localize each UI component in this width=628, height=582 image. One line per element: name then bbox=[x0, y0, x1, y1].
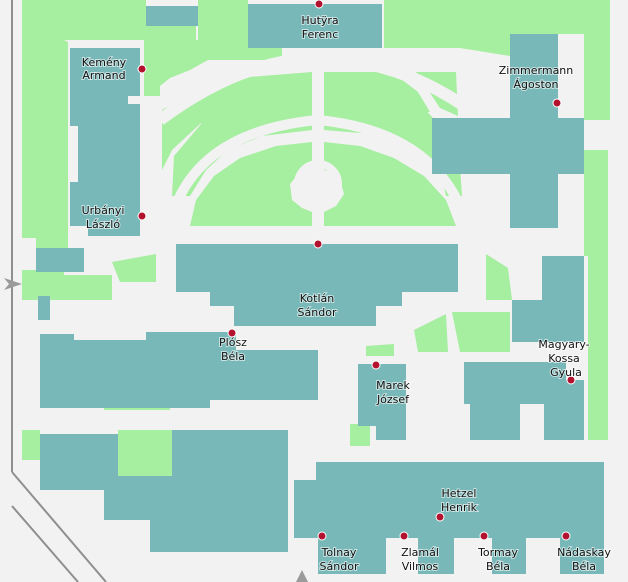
label-kemeny-2: Armand bbox=[82, 69, 125, 82]
label-zlamal-2: Vilmos bbox=[402, 560, 439, 573]
label-hutyra-2: Ferenc bbox=[302, 28, 339, 41]
label-urbanyi-1: Urbányi bbox=[82, 204, 125, 217]
map-edges bbox=[4, 0, 308, 582]
marker-tolnay[interactable] bbox=[317, 531, 327, 541]
label-tormay-1: Tormay bbox=[477, 546, 518, 559]
label-kemeny-1: Kemény bbox=[82, 56, 127, 69]
grass-area bbox=[486, 254, 512, 300]
label-magyary-2: Kossa bbox=[548, 352, 580, 365]
southwest-boundary bbox=[11, 471, 107, 582]
grass-area bbox=[190, 142, 312, 226]
grass-area bbox=[22, 430, 40, 460]
grass-area bbox=[22, 270, 112, 300]
marker-plosz[interactable] bbox=[227, 328, 237, 338]
label-zimmermann-2: Ágoston bbox=[514, 78, 559, 91]
marker-kemeny[interactable] bbox=[137, 64, 147, 74]
label-tolnay-2: Sándor bbox=[320, 560, 359, 573]
building-east-block-2 bbox=[512, 300, 584, 342]
grass-area bbox=[22, 0, 68, 248]
grass-area bbox=[366, 344, 394, 356]
label-plosz-1: Plósz bbox=[219, 336, 247, 349]
label-tormay-2: Béla bbox=[486, 560, 510, 573]
grass-area bbox=[160, 0, 282, 86]
label-hetzel-1: Hetzel bbox=[442, 487, 477, 500]
label-zimmermann-1: Zimmermann bbox=[499, 64, 574, 77]
marker-zimmermann[interactable] bbox=[552, 98, 562, 108]
label-hutyra-1: Hutÿra bbox=[301, 14, 338, 27]
grass-area bbox=[584, 150, 608, 440]
paths bbox=[156, 51, 474, 240]
label-kotlan-1: Kotlán bbox=[300, 292, 335, 305]
grass-area bbox=[384, 0, 610, 120]
label-hetzel-2: Henrik bbox=[441, 501, 478, 514]
building-east-block bbox=[542, 256, 584, 300]
label-urbanyi-2: László bbox=[86, 218, 120, 231]
building-annex bbox=[146, 6, 198, 26]
label-nadaskay-1: Nádaskay bbox=[557, 546, 611, 559]
building-marek bbox=[358, 364, 406, 440]
markers bbox=[137, 0, 576, 541]
roundabout bbox=[294, 160, 342, 208]
grass-area bbox=[414, 314, 448, 352]
building-kemeny-urbanyi bbox=[70, 48, 140, 236]
building-hutyra bbox=[248, 4, 382, 48]
grass-area bbox=[324, 72, 430, 112]
grass-area bbox=[64, 0, 196, 96]
label-kotlan-2: Sándor bbox=[298, 306, 337, 319]
marker-zlamal[interactable] bbox=[399, 531, 409, 541]
marker-hutyra[interactable] bbox=[314, 0, 324, 9]
building-magyary bbox=[464, 362, 584, 440]
buildings bbox=[36, 4, 604, 574]
building-zimmermann bbox=[432, 34, 584, 228]
label-magyary-1: Magyary- bbox=[538, 338, 589, 351]
marker-marek[interactable] bbox=[371, 360, 381, 370]
label-marek-1: Marek bbox=[376, 379, 410, 392]
building-plosz bbox=[40, 332, 318, 408]
marker-hetzel[interactable] bbox=[435, 512, 445, 522]
building-small-west bbox=[36, 248, 84, 272]
building-south-west bbox=[40, 430, 288, 552]
southwest-boundary-2 bbox=[11, 505, 79, 582]
marker-nadaskay[interactable] bbox=[561, 531, 571, 541]
label-tolnay-1: Tolnay bbox=[321, 546, 357, 559]
marker-kotlan[interactable] bbox=[313, 239, 323, 249]
label-nadaskay-2: Béla bbox=[572, 560, 596, 573]
label-marek-2: József bbox=[376, 393, 410, 406]
building-small-west-2 bbox=[38, 296, 50, 320]
marker-magyary[interactable] bbox=[566, 375, 576, 385]
marker-urbanyi[interactable] bbox=[137, 211, 147, 221]
label-magyary-3: Gyula bbox=[550, 366, 582, 379]
grass-area bbox=[112, 254, 156, 282]
label-zlamal-1: Zlamál bbox=[401, 546, 439, 559]
labels: Hutÿra Ferenc Kemény Armand Zimmermann Á… bbox=[81, 13, 613, 574]
building-kotlan bbox=[176, 244, 458, 326]
marker-tormay[interactable] bbox=[479, 531, 489, 541]
label-plosz-2: Béla bbox=[221, 350, 245, 363]
grass-area bbox=[118, 430, 172, 476]
grass-area bbox=[324, 142, 456, 226]
building-hetzel bbox=[294, 462, 604, 574]
entrance-arrow-left bbox=[4, 278, 22, 290]
entrance-arrow-bottom bbox=[296, 570, 308, 582]
grass-area bbox=[452, 312, 510, 352]
grass-area bbox=[350, 424, 370, 446]
